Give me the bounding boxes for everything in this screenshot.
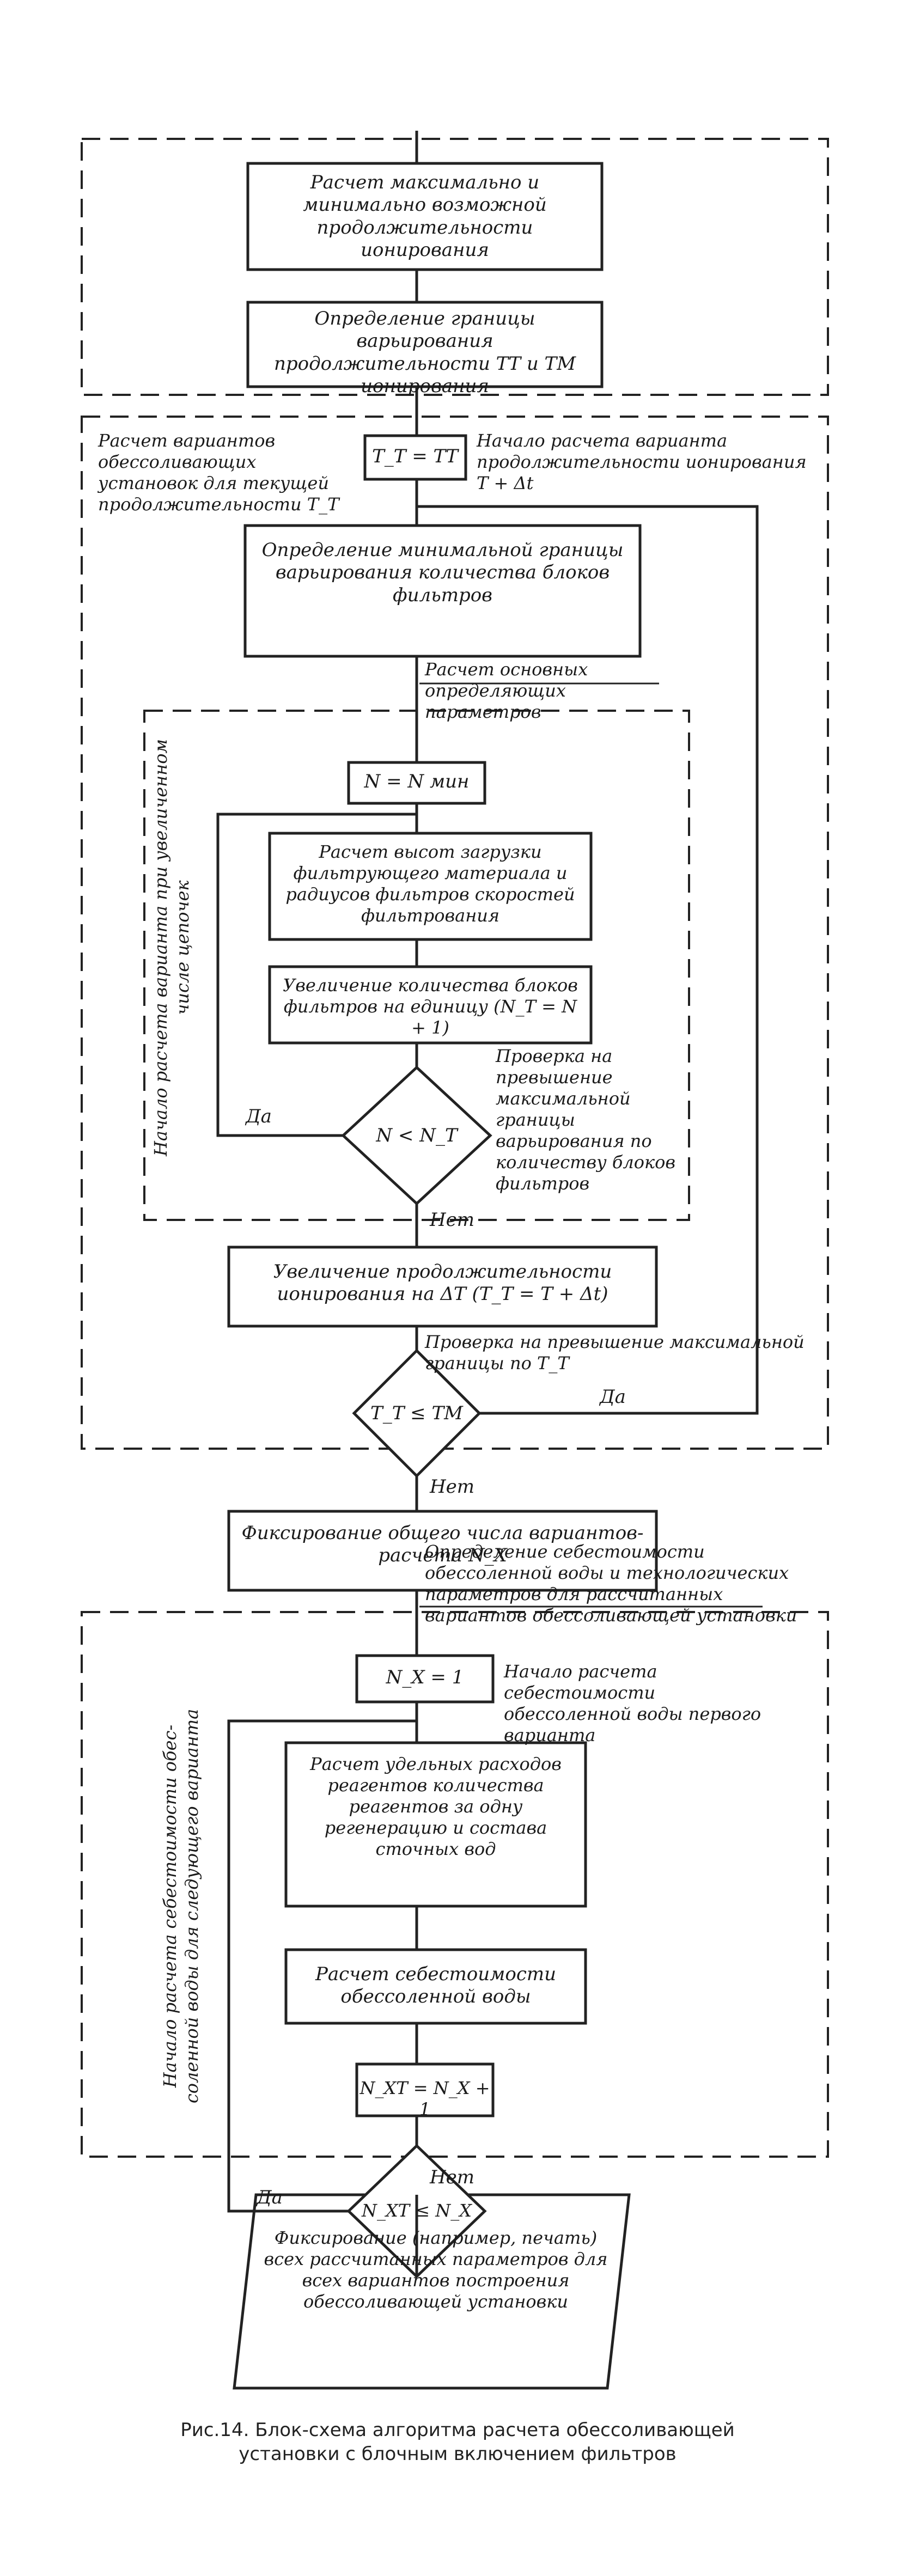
- block-increment-t: [227, 1246, 658, 1328]
- block-fix-variants: [227, 1510, 658, 1592]
- label-no-t: Нет: [429, 1476, 474, 1498]
- block-calc-reagents-text: Расчет удельных расходов реагентов колич…: [310, 1754, 562, 1860]
- block-output-results-text: Фиксирование (например, печать) всех рас…: [264, 2227, 608, 2312]
- block-calc-heights-text: Расчет высот загрузки фильтрующего матер…: [285, 841, 575, 926]
- block-nxt-increment-text: N_XТ = N_X + 1: [359, 2078, 490, 2120]
- block-nx-init: [355, 1654, 495, 1704]
- group-cost-outline: [81, 1611, 829, 2158]
- block-calc-duration: [246, 162, 604, 271]
- label-yes-n: Да: [246, 1106, 272, 1127]
- note-variants-current: Расчет вариантов обессоливающих установо…: [98, 430, 339, 515]
- note-check-blocks: Проверка на превышение максимальной гран…: [496, 1046, 675, 1194]
- block-tt-init-text: Т_Т = ТТ: [372, 445, 458, 467]
- block-calc-heights: [268, 832, 593, 941]
- block-calc-cost: [284, 1948, 587, 2025]
- group-variants-outline: [81, 416, 829, 1450]
- block-increment-t-text: Увеличение продолжительности ионирования…: [273, 1261, 612, 1305]
- decision-nx-compare-text: N_XТ ≤ N_X: [361, 2200, 472, 2221]
- block-nxt-increment: [355, 2062, 495, 2117]
- label-no-n: Нет: [429, 1209, 474, 1231]
- group-top-outline: [81, 138, 829, 396]
- block-fix-variants-text: Фиксирование общего числа вариантов-расч…: [241, 1522, 644, 1567]
- block-nx-init-text: N_X = 1: [386, 1667, 464, 1688]
- block-min-blocks-text: Определение минимальной границы варьиров…: [261, 539, 624, 606]
- note-start-variant: Начало расчета варианта продолжительност…: [477, 430, 807, 494]
- block-increment-n-text: Увеличение количества блоков фильтров на…: [283, 975, 578, 1039]
- block-n-init-text: N = N мин: [364, 771, 470, 792]
- label-no-nx: Нет: [429, 2166, 474, 2188]
- decision-n-compare-text: N < N_Т: [376, 1125, 458, 1146]
- vertical-note-next-variant: Начало расчета себестоимости обес- солен…: [160, 1708, 202, 2104]
- block-define-limits-text: Определение границы варьирования продолж…: [273, 308, 576, 398]
- block-output-results: [233, 2193, 631, 2390]
- block-calc-cost-text: Расчет себестоимости обессоленной воды: [315, 1963, 557, 2008]
- decision-t-compare-text: Т_Т ≤ ТМ: [370, 1402, 463, 1424]
- block-calc-reagents: [284, 1741, 587, 1908]
- figure-caption: Рис.14. Блок-схема алгоритма расчета обе…: [180, 2419, 735, 2465]
- note-cost-params: Определение себестоимости обессоленной в…: [425, 1541, 797, 1626]
- note-main-params: Расчет основных определяющих параметров: [425, 659, 588, 723]
- block-define-limits: [246, 301, 604, 388]
- label-yes-nx: Да: [257, 2187, 283, 2208]
- block-min-blocks: [243, 524, 642, 658]
- block-increment-n: [268, 965, 593, 1045]
- vertical-note-chains: Начало расчета варианта при увеличенном …: [150, 738, 193, 1157]
- note-check-t: Проверка на превышение максимальной гран…: [425, 1332, 805, 1374]
- block-calc-duration-text: Расчет максимально и минимально возможно…: [303, 172, 547, 261]
- label-yes-t: Да: [600, 1386, 626, 1408]
- note-first-variant: Начало расчета себестоимости обессоленно…: [504, 1661, 761, 1746]
